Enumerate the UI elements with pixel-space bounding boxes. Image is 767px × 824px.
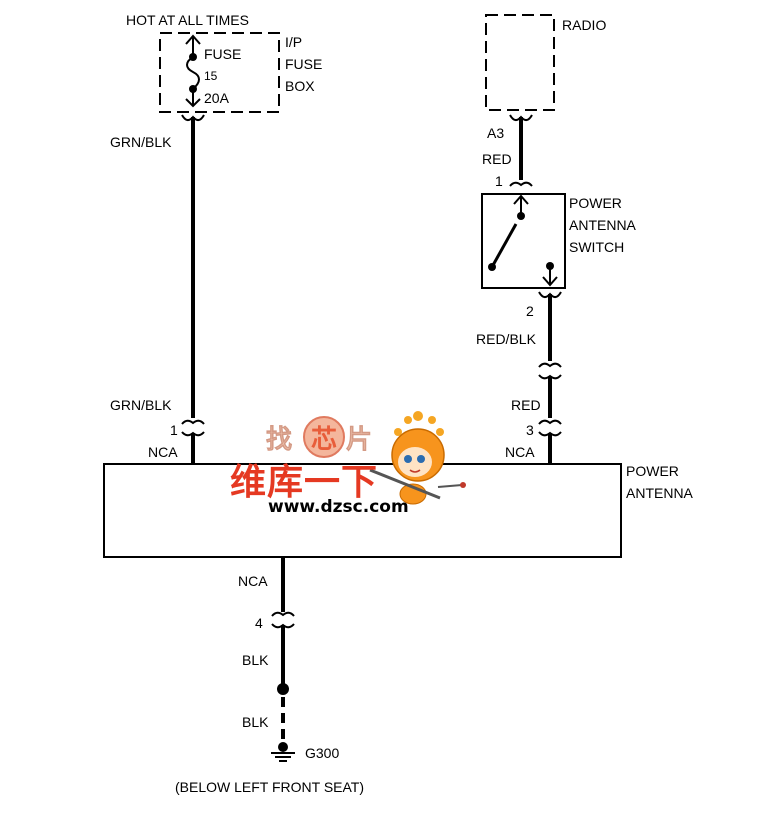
switch-pin-out: 2 <box>526 303 534 319</box>
ground-connector-icon <box>271 611 295 617</box>
ground-symbol-icon <box>271 752 295 762</box>
radio: RADIO <box>480 8 606 111</box>
fuse-rating: 20A <box>204 90 230 106</box>
watermark-url: www.dzsc.com <box>268 497 409 517</box>
radio-box-mask <box>480 8 560 14</box>
radio-box-outline <box>485 14 555 111</box>
wire-label-ground-1: BLK <box>242 652 269 668</box>
power-antenna-box <box>103 463 622 558</box>
fuse-label: FUSE <box>204 46 241 62</box>
watermark-chars: 找 芯 片 <box>266 416 372 458</box>
watermark-slogan: 维库一下 <box>230 462 378 503</box>
switch-pivot-contact <box>488 263 496 271</box>
watermark-char-1: 找 <box>266 425 292 455</box>
antenna-left-connector-icon <box>181 419 205 425</box>
switch-in-connector-icon <box>509 181 533 187</box>
ground-splice-dot <box>277 683 289 695</box>
antenna-right-connector-icon <box>538 419 562 425</box>
switch-blade <box>490 223 518 268</box>
wire-label-switch-out: RED/BLK <box>476 331 537 347</box>
antenna-pin-bottom: 4 <box>255 615 263 631</box>
fuse-box-name-2: FUSE <box>285 56 322 72</box>
ground-location: (BELOW LEFT FRONT SEAT) <box>175 779 364 795</box>
fuse-box-name-1: I/P <box>285 34 302 50</box>
wire-label-antenna-in-left: GRN/BLK <box>110 397 172 413</box>
wire-label-antenna-in-right: RED <box>511 397 541 413</box>
watermark-char-3: 片 <box>346 425 372 455</box>
power-antenna-switch: POWER ANTENNA SWITCH <box>481 193 637 289</box>
power-antenna: POWER ANTENNA <box>103 463 694 558</box>
antenna-label-1: POWER <box>626 463 679 479</box>
fuse-element-icon <box>186 56 200 90</box>
watermark: 找 芯 片 维库一下 www.dzsc.com <box>230 411 466 517</box>
watermark-char-2: 芯 <box>311 425 337 455</box>
ground-name: G300 <box>305 745 339 761</box>
fuse-box-outline <box>159 32 280 113</box>
ground-terminal-dot <box>278 742 288 752</box>
radio-label: RADIO <box>562 17 606 33</box>
wire-label-ground-2: BLK <box>242 714 269 730</box>
inline-connector-icon <box>538 362 562 368</box>
fuse-number: 15 <box>204 69 218 83</box>
watermark-mascot-icon <box>369 411 466 505</box>
fuse-supply-label: HOT AT ALL TIMES <box>126 12 249 28</box>
switch-label-3: SWITCH <box>569 239 624 255</box>
switch-top-contact <box>517 212 525 220</box>
fuse-box: HOT AT ALL TIMES FUSE 15 20A I/P FUSE BO… <box>126 12 322 113</box>
switch-label-1: POWER <box>569 195 622 211</box>
radio-pin: A3 <box>487 125 504 141</box>
switch-pin-in: 1 <box>495 173 503 189</box>
antenna-conn-left: NCA <box>148 444 178 460</box>
fuse-box-name-3: BOX <box>285 78 315 94</box>
switch-box <box>481 193 566 289</box>
antenna-pin-right: 3 <box>526 422 534 438</box>
antenna-conn-right: NCA <box>505 444 535 460</box>
watermark-badge <box>303 416 345 458</box>
antenna-pin-left: 1 <box>170 422 178 438</box>
wire-label-fuse-out: GRN/BLK <box>110 134 172 150</box>
antenna-conn-bottom: NCA <box>238 573 268 589</box>
antenna-label-2: ANTENNA <box>626 485 694 501</box>
switch-out-arrow <box>542 276 558 287</box>
switch-label-2: ANTENNA <box>569 217 637 233</box>
fuse-down-arrow <box>185 98 201 108</box>
wire-label-radio-out: RED <box>482 151 512 167</box>
